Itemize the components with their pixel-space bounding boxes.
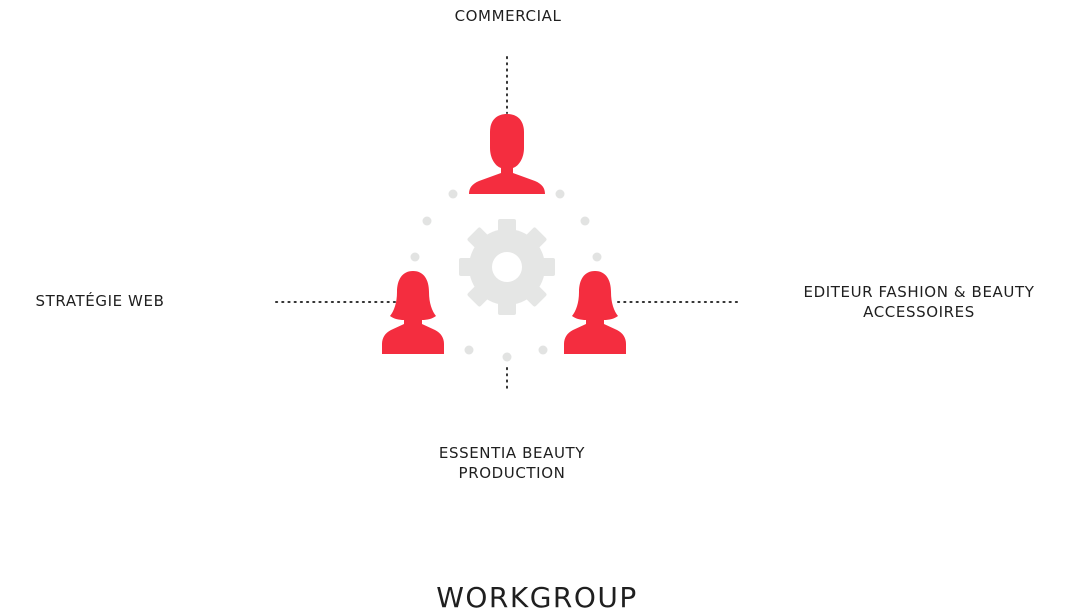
label-editeur-fashion: EDITEUR FASHION & BEAUTY ACCESSOIRES xyxy=(764,282,1074,322)
label-commercial: COMMERCIAL xyxy=(408,6,608,26)
gear-icon xyxy=(459,219,555,315)
label-essentia-beauty: ESSENTIA BEAUTY PRODUCTION xyxy=(392,443,632,483)
label-strategie-web-text: STRATÉGIE WEB xyxy=(35,292,165,310)
label-essentia-line2: PRODUCTION xyxy=(458,464,566,482)
label-editeur-line1: EDITEUR FASHION & BEAUTY xyxy=(803,283,1035,301)
dot-ring xyxy=(410,189,602,362)
label-essentia-line1: ESSENTIA BEAUTY xyxy=(438,444,586,462)
label-editeur-line2: ACCESSOIRES xyxy=(863,303,975,321)
female-person-icon-left xyxy=(382,271,444,354)
male-person-icon xyxy=(469,114,545,194)
label-commercial-text: COMMERCIAL xyxy=(454,7,562,25)
label-strategie-web: STRATÉGIE WEB xyxy=(0,291,200,311)
diagram-title: WORKGROUP xyxy=(436,581,638,614)
female-person-icon-right xyxy=(564,271,626,354)
